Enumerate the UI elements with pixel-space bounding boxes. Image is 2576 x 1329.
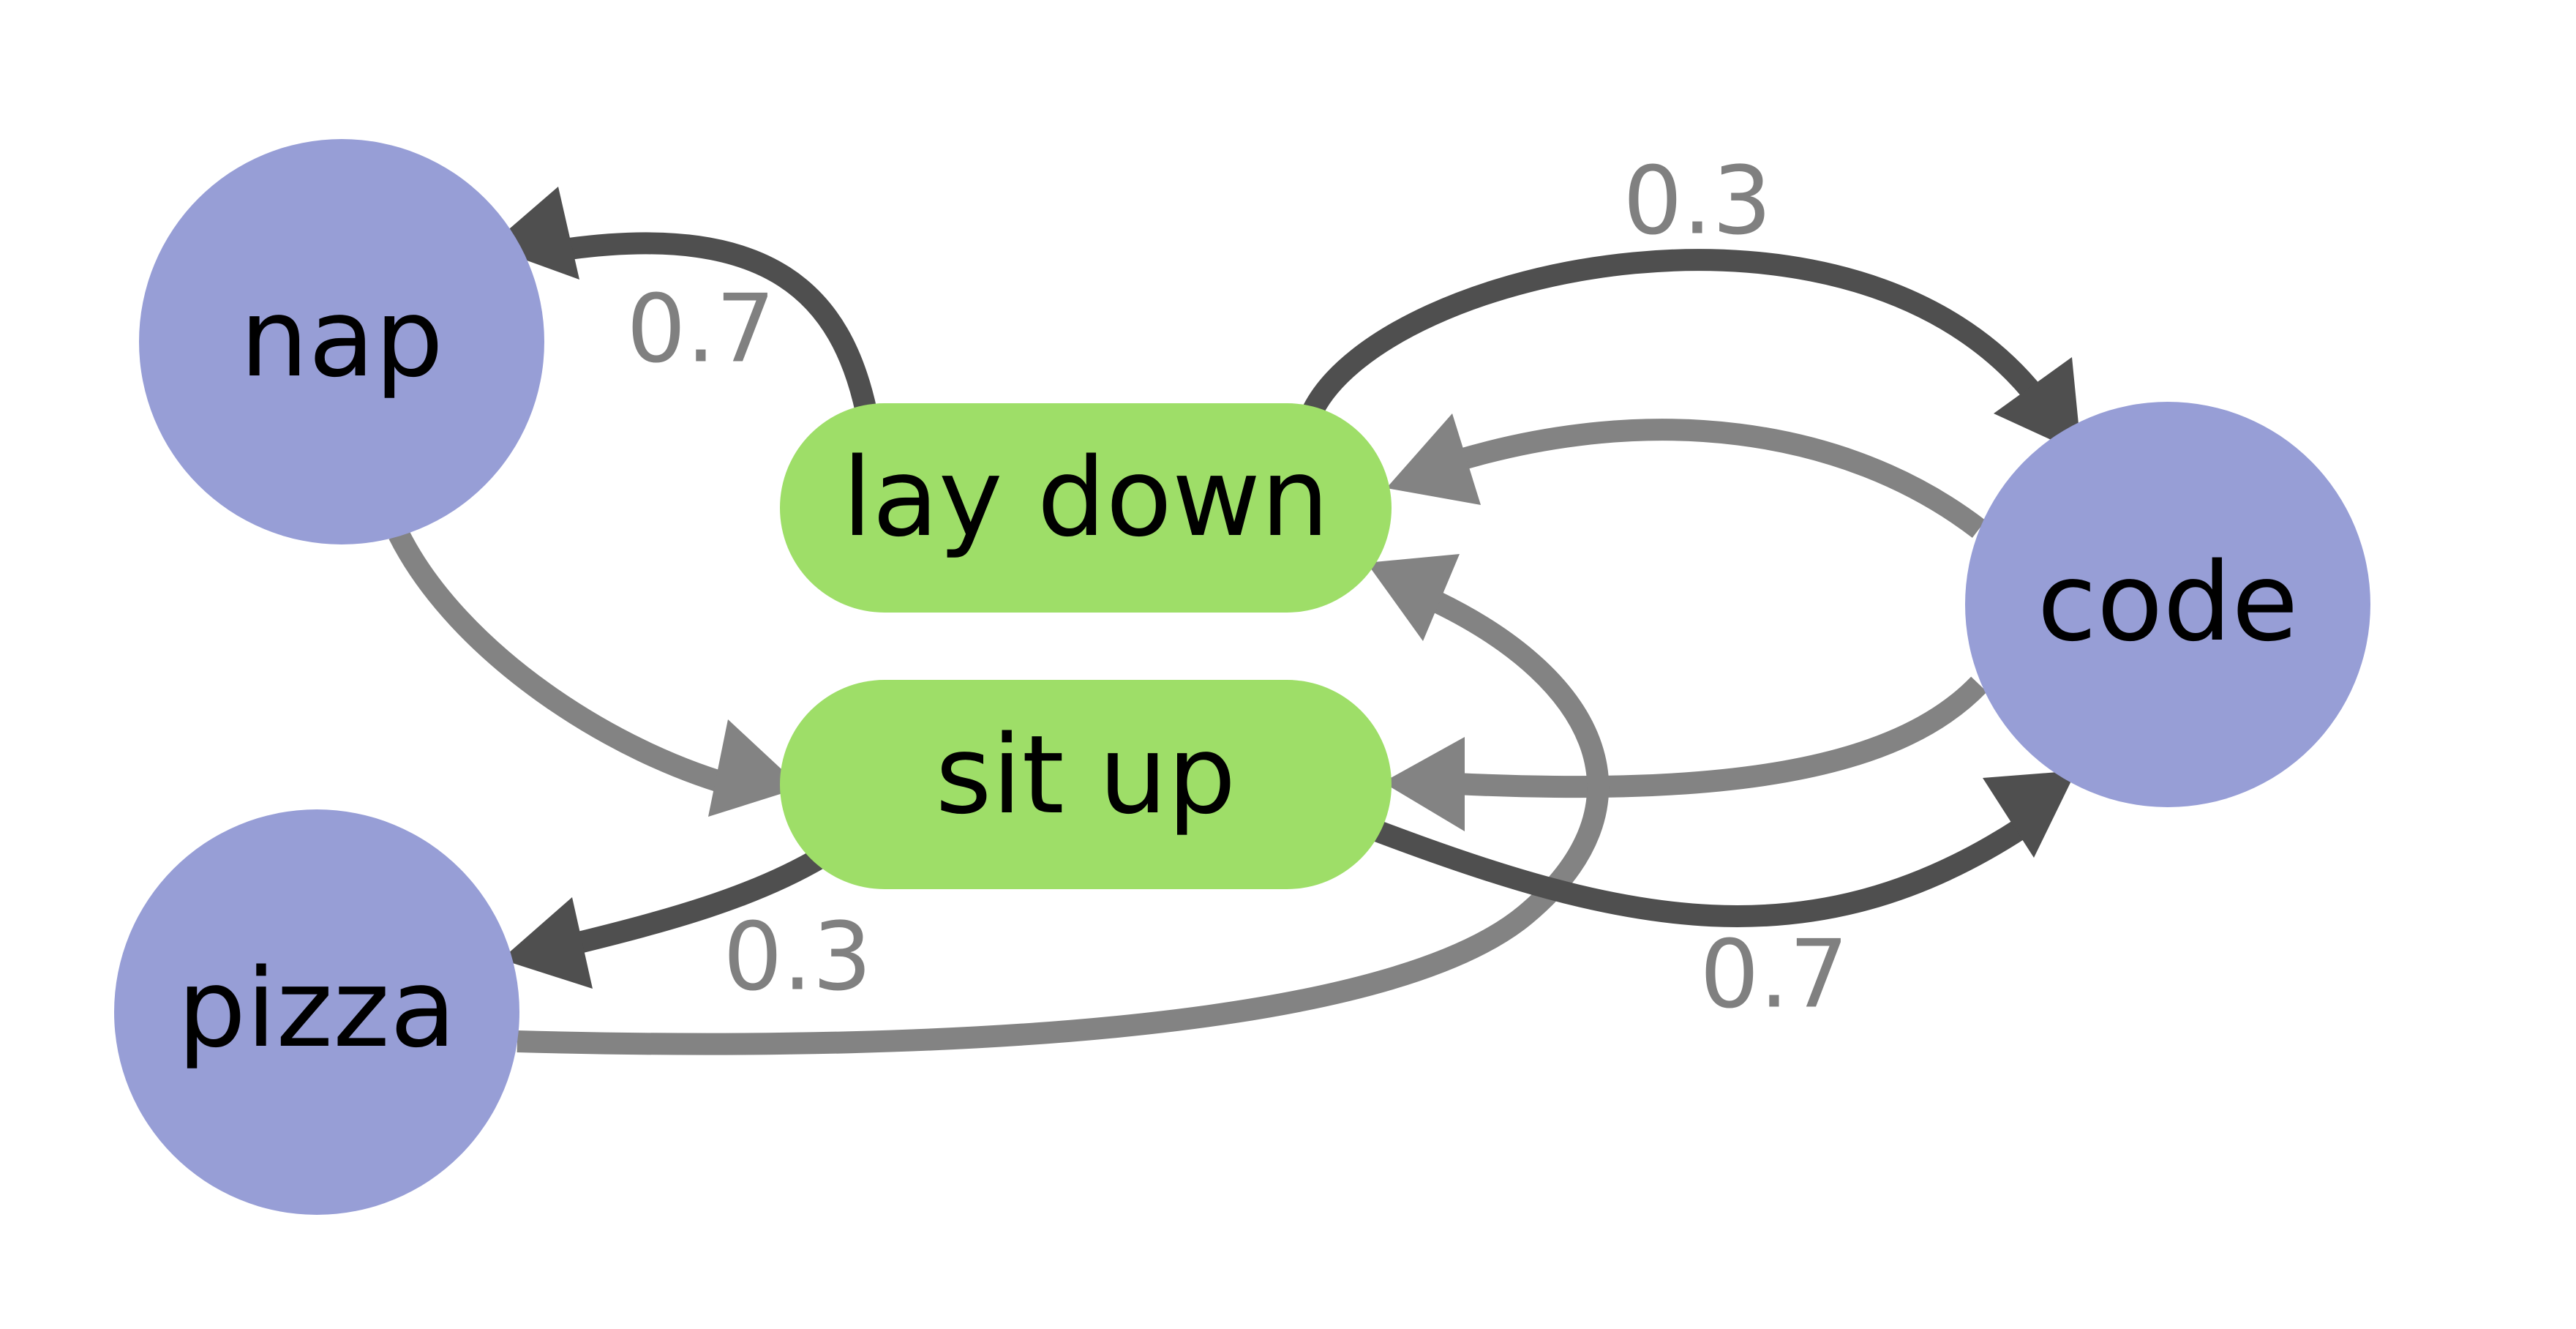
- edge-line: [388, 529, 746, 799]
- arrowhead: [708, 719, 801, 817]
- node-label: sit up: [935, 712, 1236, 838]
- edge-lay-down-to-code: [1303, 249, 2081, 454]
- edge-label-lay-down-to-code: 0.3: [1623, 147, 1772, 256]
- arrowhead: [1367, 554, 1460, 641]
- node-label: nap: [240, 275, 443, 401]
- edge-line: [517, 592, 1610, 1055]
- edge-line: [564, 847, 827, 956]
- edge-line: [1303, 249, 2046, 416]
- node-code: code: [1965, 402, 2370, 807]
- edge-code-to-lay-down: [1386, 413, 1986, 538]
- node-label: pizza: [177, 946, 456, 1071]
- edge-label-sit-up-to-pizza: 0.3: [723, 903, 872, 1012]
- arrowhead: [1383, 737, 1465, 831]
- state-circle: [114, 809, 519, 1215]
- edge-label-sit-up-to-code: 0.7: [1700, 921, 1849, 1030]
- state-circle: [139, 139, 544, 544]
- node-sit-up: sit up: [780, 680, 1392, 889]
- arrowhead: [1386, 413, 1481, 505]
- edge-lay-down-to-nap: [489, 187, 877, 414]
- node-label: lay down: [842, 435, 1329, 561]
- arrowhead: [1994, 357, 2081, 454]
- arrowhead: [501, 897, 593, 989]
- arrowhead: [1983, 771, 2076, 858]
- edge-pizza-to-lay-down: [517, 554, 1610, 1055]
- edge-line: [1455, 676, 1987, 798]
- edge-nap-to-sit-up: [388, 529, 801, 817]
- node-pizza: pizza: [114, 809, 519, 1215]
- node-label: code: [2038, 539, 2299, 665]
- edge-label-lay-down-to-nap: 0.7: [626, 275, 776, 384]
- edge-line: [568, 232, 877, 414]
- state-circle: [1965, 402, 2370, 807]
- node-nap: nap: [139, 139, 544, 544]
- edge-sit-up-to-pizza: [501, 847, 827, 989]
- edge-line: [1368, 817, 2029, 927]
- node-lay-down: lay down: [780, 403, 1392, 613]
- action-box: [780, 680, 1392, 889]
- arrowhead: [489, 187, 579, 280]
- edge-sit-up-to-code: [1368, 771, 2076, 927]
- edge-line: [1452, 419, 1986, 538]
- edge-code-to-sit-up: [1383, 676, 1987, 831]
- action-box: [780, 403, 1392, 613]
